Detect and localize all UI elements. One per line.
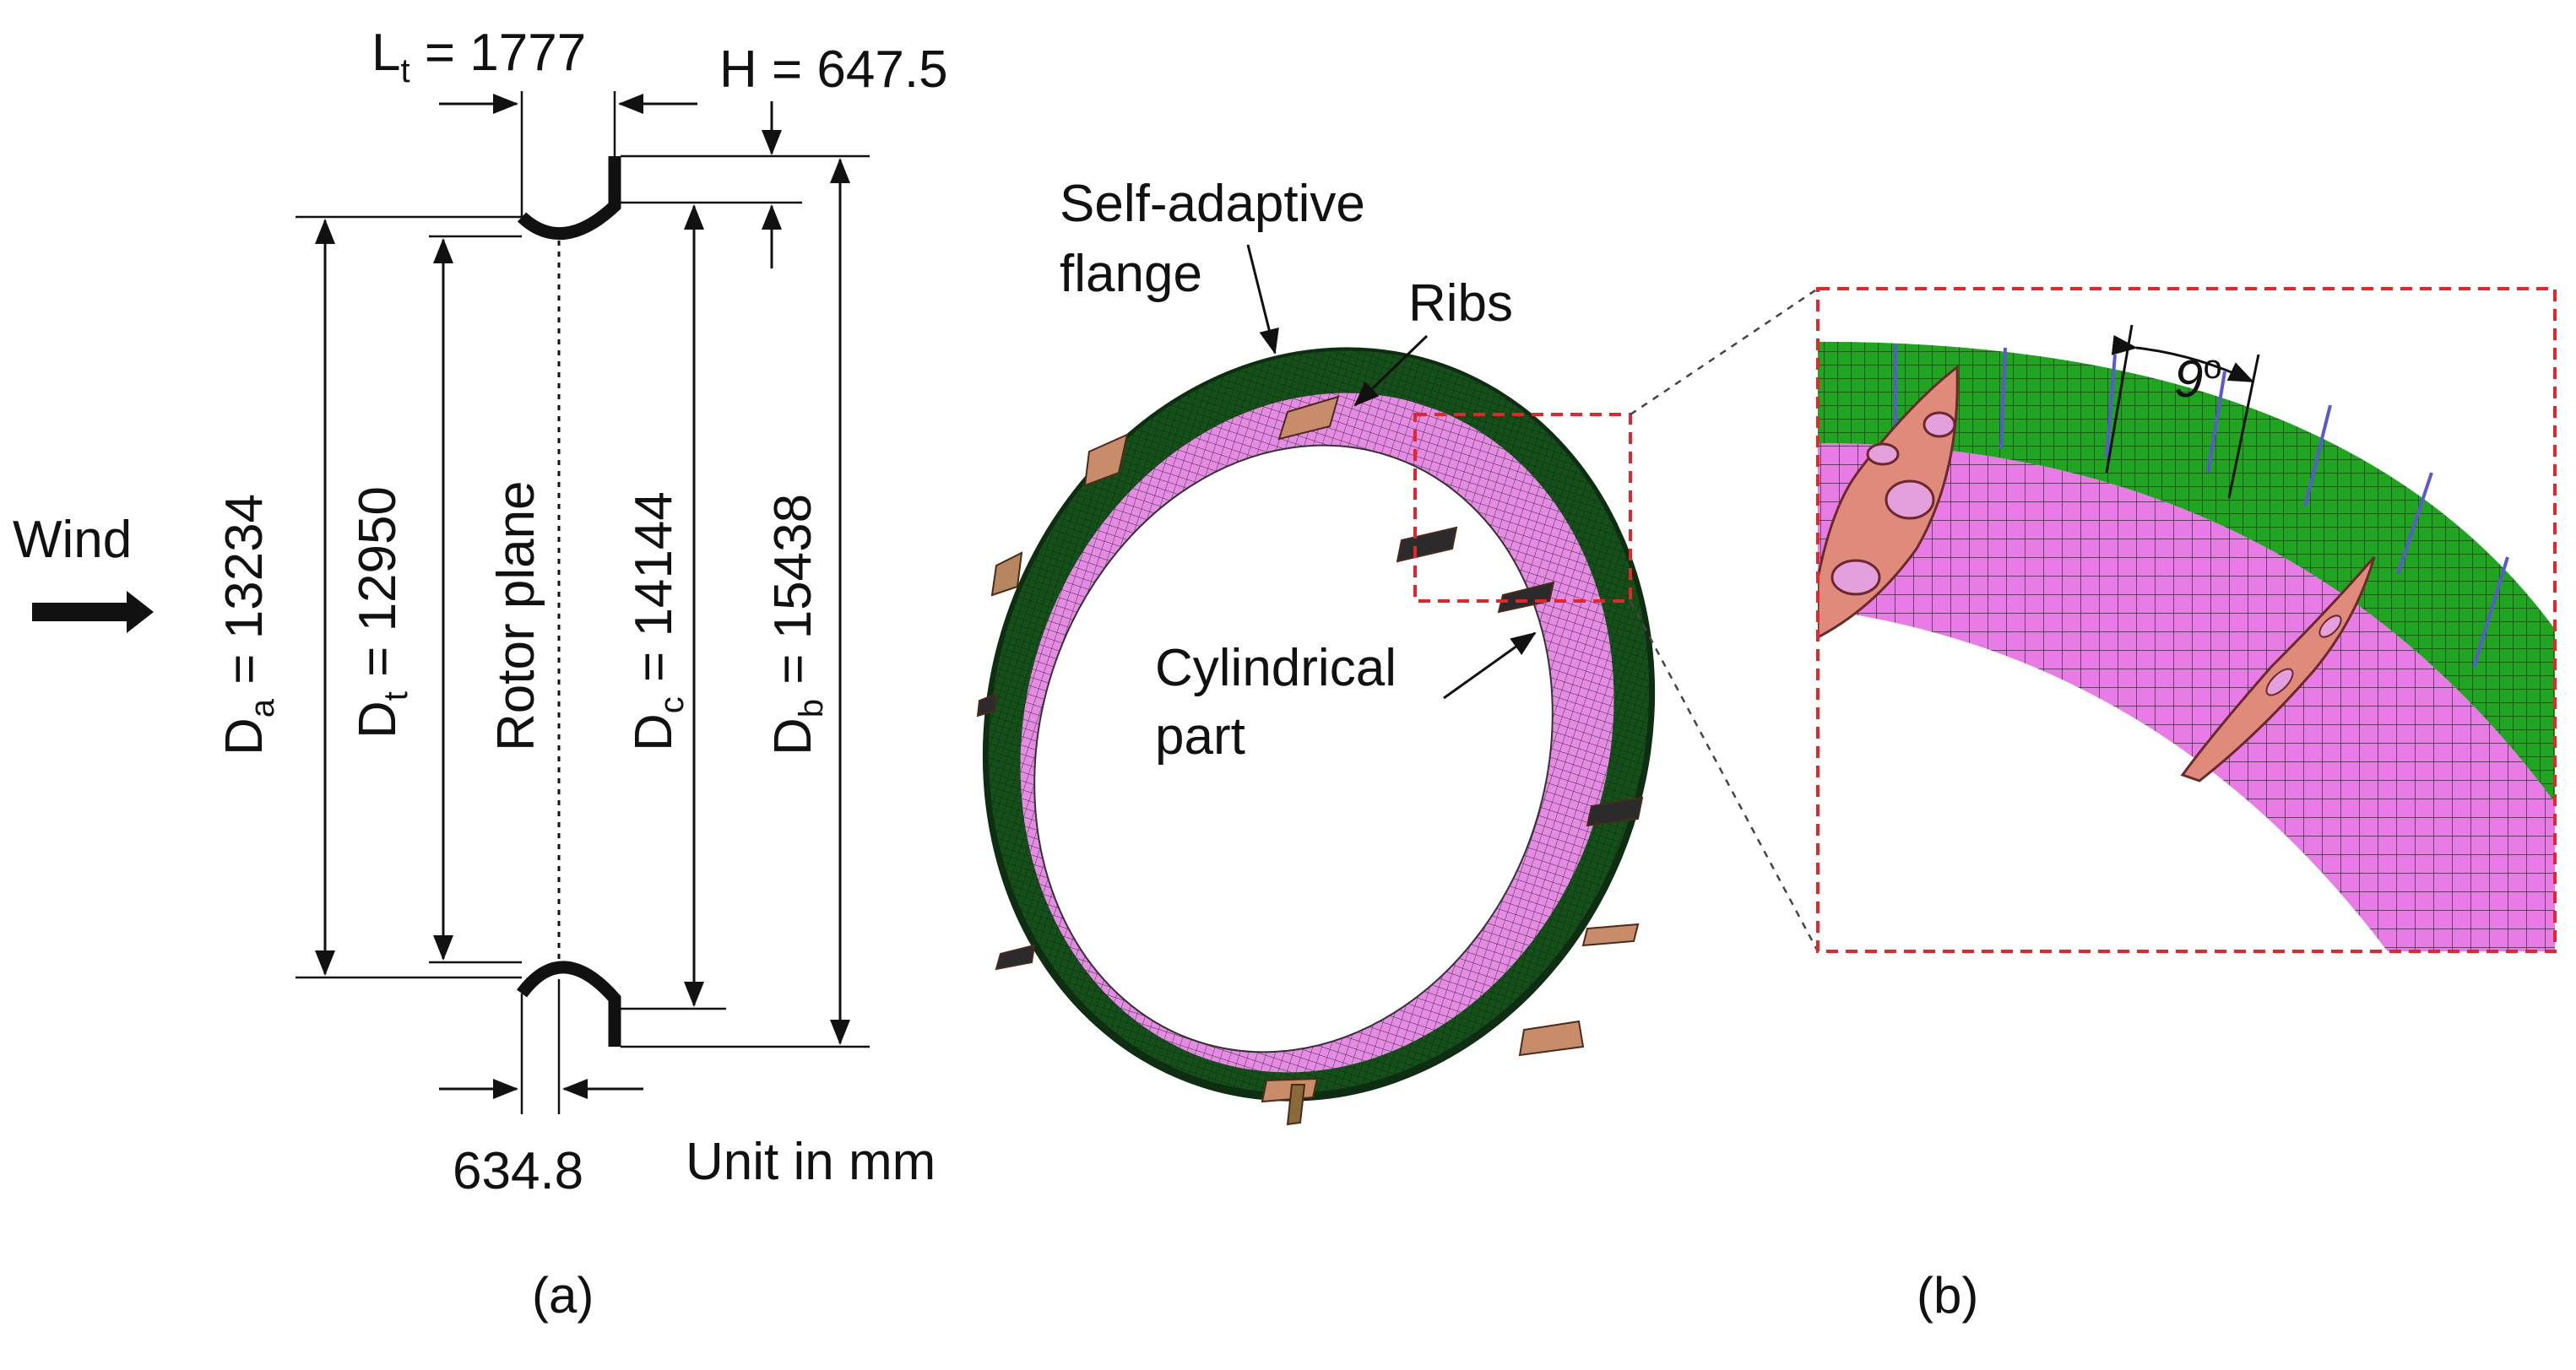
- rib: [1518, 1020, 1585, 1057]
- rib: [1277, 395, 1340, 441]
- rib: [1581, 923, 1640, 947]
- panel-b: 9o Self-adaptive flange Ribs Cylindrical…: [976, 175, 2557, 1324]
- rib: [1497, 581, 1555, 614]
- zoom-frame: [1816, 287, 2557, 953]
- caption-b: (b): [1917, 1267, 1978, 1324]
- dim-Db: Db = 15438: [764, 158, 850, 1045]
- rib: [995, 944, 1036, 971]
- unit-note: Unit in mm: [686, 1133, 935, 1191]
- wind-label: Wind: [13, 511, 132, 569]
- dim-Dt: Dt = 12950: [349, 238, 453, 961]
- flange-leader: [1246, 244, 1279, 355]
- callout-leader-bottom: [1629, 600, 1819, 952]
- cylindrical-label: Cylindrical: [1155, 639, 1396, 697]
- top-lip-profile: [517, 156, 621, 241]
- angle-label: 9o: [2174, 349, 2222, 409]
- rib: [1083, 433, 1129, 487]
- wind-arrow-head: [127, 591, 154, 633]
- ribs-label: Ribs: [1408, 274, 1513, 333]
- Da-label: Da = 13234: [215, 494, 281, 755]
- cylindrical-label-2: part: [1155, 707, 1245, 766]
- Lt-label: Lt = 1777: [371, 24, 586, 89]
- extension-lines: [296, 91, 870, 1114]
- rotor-plane-label: Rotor plane: [487, 480, 545, 751]
- zoom-flange: [1818, 342, 2555, 803]
- bottom-dim-label: 634.8: [453, 1142, 583, 1200]
- ring-opening: [1033, 444, 1554, 1053]
- bottom-lip-profile: [516, 961, 621, 1047]
- Db-label: Db = 15438: [764, 494, 830, 755]
- rib: [990, 551, 1023, 597]
- rib: [976, 692, 998, 717]
- zoom-rib-plate-left: [1818, 365, 1959, 639]
- angle-dimension: 9o: [2105, 324, 2260, 499]
- wind-arrow-group: Wind: [13, 511, 154, 633]
- zoom-rib-plate-right: [2180, 556, 2376, 782]
- zoom-cylinder: [1818, 443, 2555, 951]
- flange-label-2: flange: [1060, 245, 1202, 303]
- rib: [1586, 796, 1644, 827]
- cylindrical-leader: [1443, 631, 1537, 700]
- dim-634: 634.8: [439, 1079, 643, 1200]
- dim-H: H = 647.5: [719, 41, 948, 268]
- dim-Da: Da = 13234: [215, 219, 335, 976]
- H-label: H = 647.5: [719, 41, 948, 99]
- Dc-label: Dc = 14144: [625, 491, 691, 751]
- ring-model: [976, 347, 1656, 1126]
- callout-leader-top: [1630, 287, 1819, 416]
- caption-a: (a): [532, 1267, 594, 1324]
- flange-label: Self-adaptive: [1060, 175, 1365, 233]
- Dt-label: Dt = 12950: [349, 486, 415, 739]
- dim-Lt: Lt = 1777: [371, 24, 697, 114]
- ribs-leader: [1353, 334, 1429, 407]
- panel-a: Wind Lt = 1777: [13, 24, 948, 1324]
- zoom-view: [1818, 289, 2555, 951]
- dim-Dc: Dc = 14144: [625, 204, 704, 1007]
- callout-source-box: [1413, 413, 1632, 603]
- ribs: [976, 395, 1644, 1126]
- rib: [1396, 526, 1458, 563]
- rib: [1286, 1084, 1306, 1126]
